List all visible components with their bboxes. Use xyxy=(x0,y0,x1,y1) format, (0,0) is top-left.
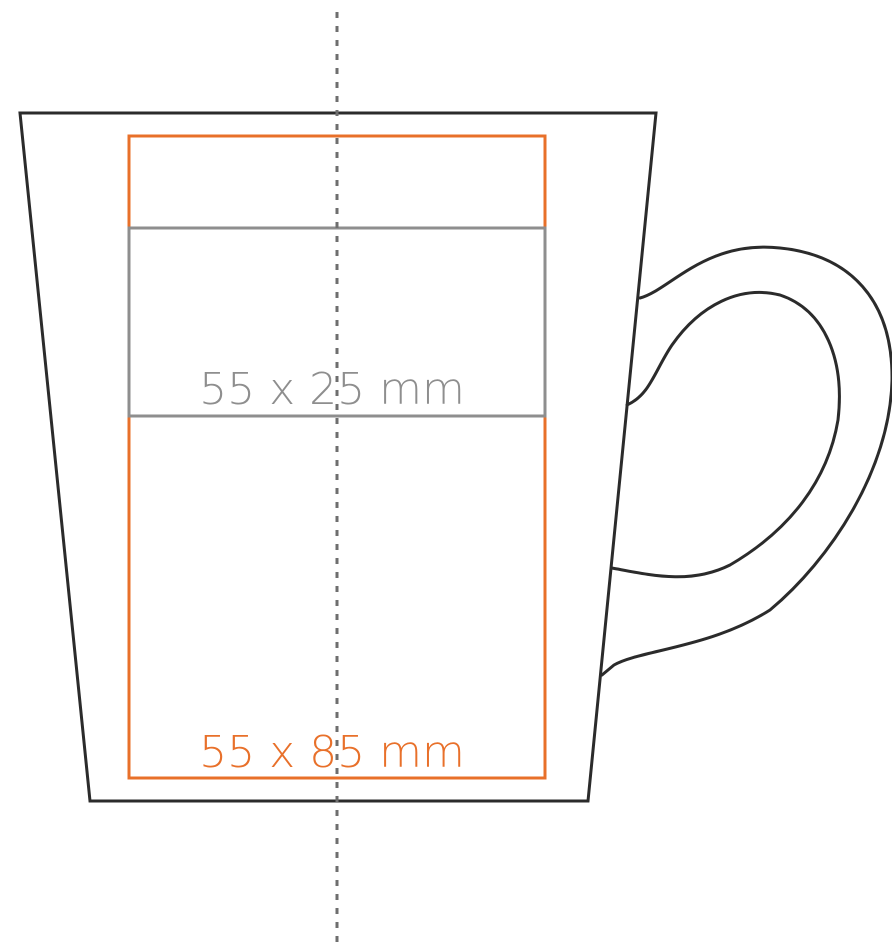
print-area-55x85-label: 55 x 85 mm xyxy=(199,727,465,778)
handle-inner-contour xyxy=(610,290,841,579)
handle-outer-contour xyxy=(600,245,892,677)
mug-outline-icon xyxy=(18,111,658,803)
mug-handle-icon xyxy=(600,245,892,677)
print-area-55x25-label: 55 x 25 mm xyxy=(199,364,465,415)
print-area-55x85-frame xyxy=(127,134,547,780)
